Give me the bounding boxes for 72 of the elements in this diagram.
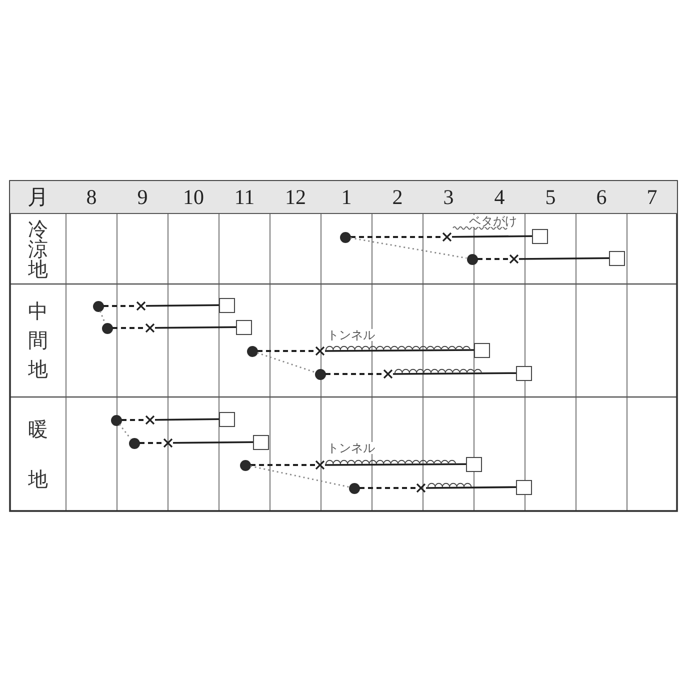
solid-line xyxy=(325,349,474,352)
header-cell: 月 xyxy=(10,181,66,214)
region-label: 冷涼地 xyxy=(28,219,48,279)
month-cell: 5 xyxy=(525,181,576,214)
month-cell: 11 xyxy=(219,181,270,214)
solid-line xyxy=(325,463,466,466)
month-cell: 10 xyxy=(168,181,219,214)
solid-line xyxy=(154,418,220,421)
dashed-line xyxy=(140,442,163,444)
cross-marker xyxy=(509,254,519,264)
square-marker xyxy=(609,250,625,266)
region-label: 暖地 xyxy=(28,416,48,493)
dotted-line xyxy=(250,465,349,488)
month-cell: 6 xyxy=(576,181,627,214)
cross-marker xyxy=(383,369,393,379)
dotted-line xyxy=(256,352,316,373)
dashed-line xyxy=(478,258,509,260)
dashed-line xyxy=(258,350,315,352)
cross-marker xyxy=(136,301,146,311)
dot-marker xyxy=(110,414,122,426)
solid-line xyxy=(146,304,219,307)
dot-marker xyxy=(92,300,104,312)
cross-marker xyxy=(315,346,325,356)
dotted-line xyxy=(118,424,132,440)
dashed-line xyxy=(360,487,416,489)
dot-marker xyxy=(102,322,112,334)
edge-label: ベタがけ xyxy=(468,215,518,227)
region-label: 中間地 xyxy=(28,298,48,383)
month-cell: 3 xyxy=(423,181,474,214)
month-cell: 1 xyxy=(321,181,372,214)
solid-line xyxy=(426,486,516,489)
dot-marker xyxy=(128,438,140,448)
square-marker xyxy=(516,480,532,494)
month-cell: 2 xyxy=(372,181,423,214)
solid-line xyxy=(155,326,236,329)
month-cell: 4 xyxy=(474,181,525,214)
dashed-line xyxy=(350,236,442,238)
cross-marker xyxy=(163,438,173,448)
dotted-line xyxy=(350,237,467,259)
square-marker xyxy=(532,228,548,244)
square-marker xyxy=(466,456,482,472)
dashed-line xyxy=(122,419,145,421)
month-cell: 7 xyxy=(627,181,677,214)
dotted-line xyxy=(99,310,106,324)
dot-marker xyxy=(314,368,326,380)
square-marker xyxy=(516,366,532,380)
solid-line xyxy=(452,235,532,238)
solid-line xyxy=(393,372,516,375)
dot-marker xyxy=(340,232,350,242)
month-cell: 8 xyxy=(66,181,117,214)
month-cell: 9 xyxy=(117,181,168,214)
cross-marker xyxy=(315,460,325,470)
dot-marker xyxy=(466,254,478,264)
square-marker xyxy=(253,434,269,450)
dot-marker xyxy=(246,346,258,356)
dashed-line xyxy=(250,464,315,466)
cross-marker xyxy=(145,415,155,425)
solid-line xyxy=(519,257,609,260)
solid-line xyxy=(173,441,253,444)
dot-marker xyxy=(348,482,360,494)
dashed-line xyxy=(104,305,136,307)
dashed-line xyxy=(112,327,145,329)
dot-marker xyxy=(240,460,250,470)
cross-marker xyxy=(145,323,155,333)
month-cell: 12 xyxy=(270,181,321,214)
square-marker xyxy=(219,412,235,426)
cross-marker xyxy=(442,232,452,242)
dashed-line xyxy=(326,373,383,375)
square-marker xyxy=(219,298,235,312)
cross-marker xyxy=(416,483,426,493)
square-marker xyxy=(236,320,252,334)
square-marker xyxy=(474,342,490,358)
